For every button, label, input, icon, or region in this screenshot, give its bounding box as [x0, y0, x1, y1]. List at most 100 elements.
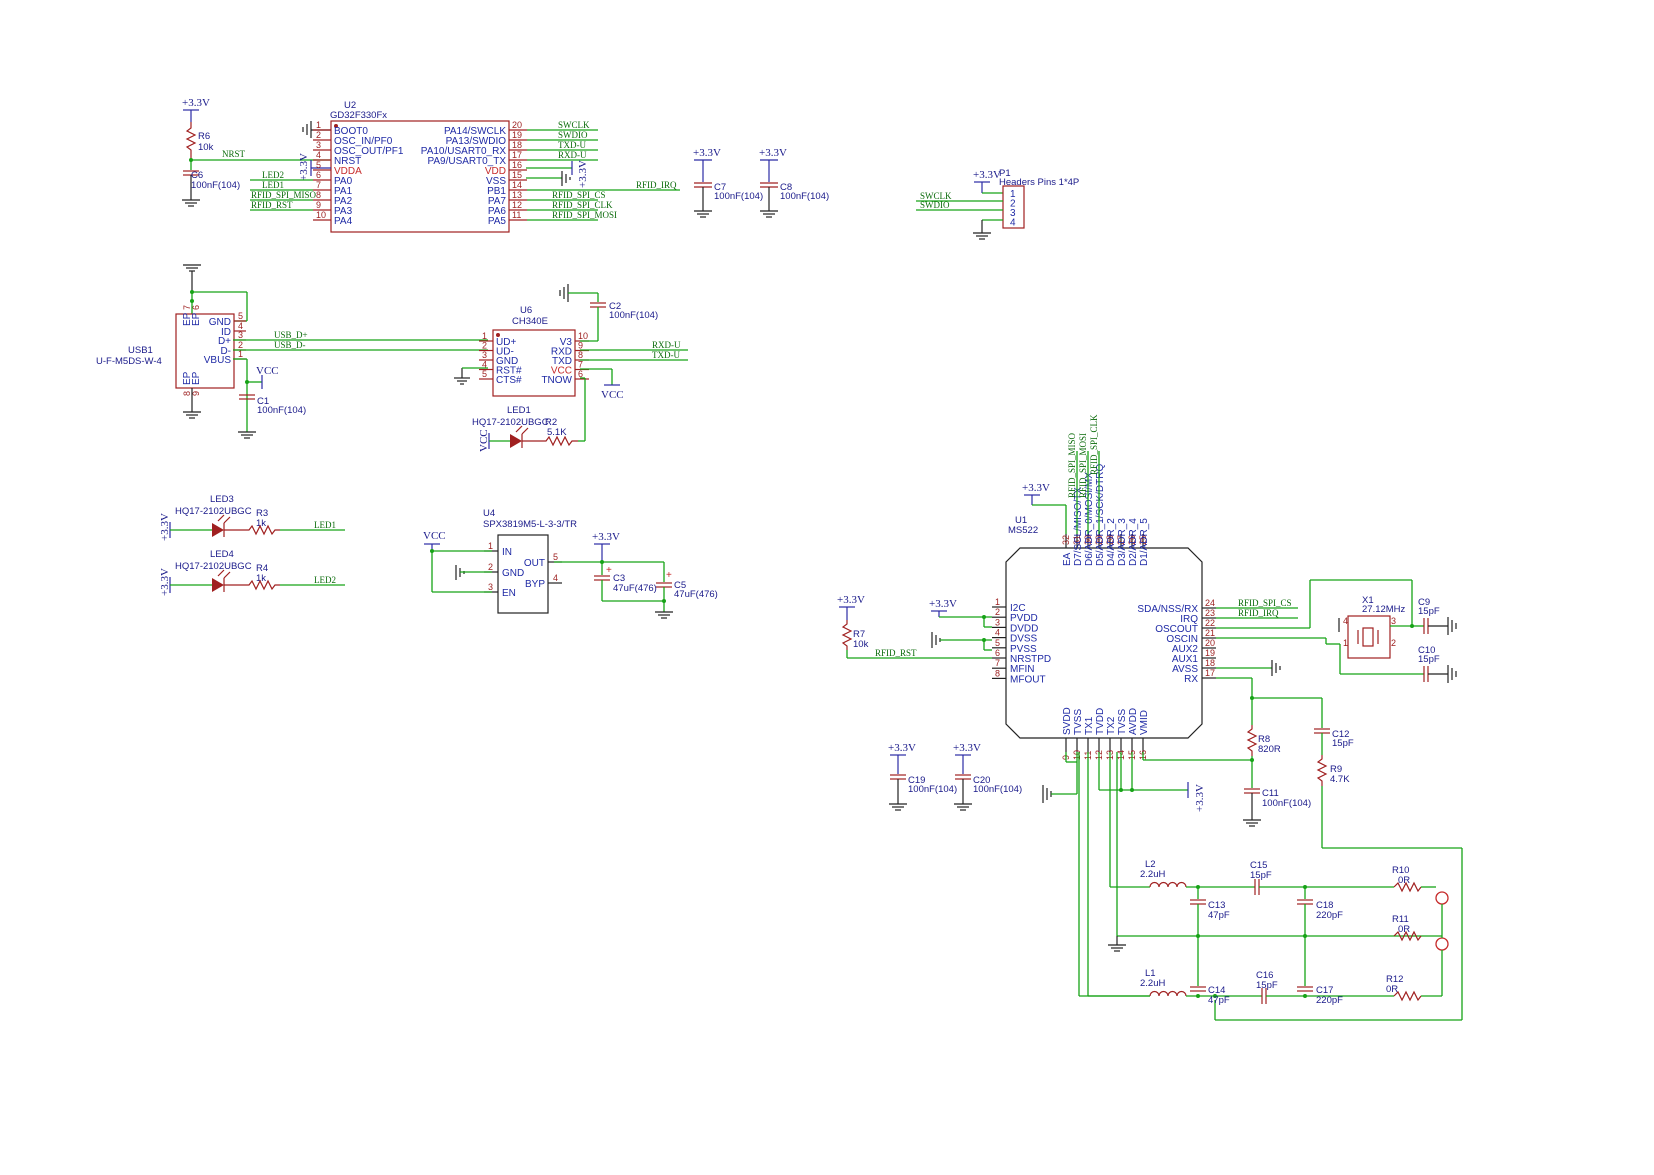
svg-text:100nF(104): 100nF(104) [1262, 798, 1311, 809]
pin-name: RXD [551, 347, 572, 358]
svg-text:OSCIN: OSCIN [1166, 634, 1198, 645]
pin-number: 5 [316, 160, 321, 170]
svg-text:SPX3819M5-L-3-3/TR: SPX3819M5-L-3-3/TR [483, 519, 577, 530]
svg-text:ID: ID [221, 327, 231, 338]
svg-text:26: 26 [1127, 535, 1137, 545]
pin-number: 9 [578, 341, 583, 351]
svg-text:2: 2 [1391, 638, 1396, 648]
svg-text:C12: C12 [1332, 729, 1349, 740]
svg-text:R6: R6 [198, 131, 210, 142]
svg-text:U4: U4 [483, 508, 495, 519]
svg-text:PVDD: PVDD [1010, 613, 1038, 624]
pin-name: BOOT0 [334, 126, 368, 137]
usb1-body [175, 313, 235, 389]
svg-text:20: 20 [1205, 638, 1215, 648]
svg-text:GND: GND [209, 317, 231, 328]
svg-text:HQ17-2102UBGC: HQ17-2102UBGC [175, 561, 252, 572]
svg-text:100nF(104): 100nF(104) [609, 310, 658, 321]
svg-text:RFID_RST: RFID_RST [875, 648, 917, 658]
svg-text:5: 5 [995, 638, 1000, 648]
svg-text:VBUS: VBUS [204, 355, 232, 366]
svg-text:47pF: 47pF [1208, 910, 1230, 921]
pin-number: 13 [512, 190, 522, 200]
svg-text:+3.3V: +3.3V [1194, 784, 1206, 812]
svg-text:USB_D+: USB_D+ [274, 330, 308, 340]
svg-text:AVDD: AVDD [1128, 708, 1139, 735]
svg-text:C15: C15 [1250, 860, 1267, 871]
resistor-r6: R6 10k [185, 122, 214, 160]
svg-text:4: 4 [995, 628, 1000, 638]
svg-text:C16: C16 [1256, 970, 1273, 981]
pin-number: 20 [512, 120, 522, 130]
pin-name: UD+ [496, 337, 516, 348]
svg-text:+3.3V: +3.3V [953, 742, 981, 754]
pin-name: TXD [552, 356, 572, 367]
pin-name: PA4 [334, 216, 353, 227]
svg-text:C6: C6 [191, 170, 203, 181]
svg-text:OUT: OUT [524, 558, 545, 569]
svg-text:3: 3 [995, 617, 1000, 627]
svg-text:6: 6 [191, 305, 201, 310]
svg-text:1: 1 [238, 349, 243, 359]
net-label: RFID_RST [251, 200, 293, 210]
svg-text:19: 19 [1205, 648, 1215, 658]
svg-text:15pF: 15pF [1332, 738, 1354, 749]
pin-number: 6 [316, 170, 321, 180]
svg-text:D3/ADR_3: D3/ADR_3 [1117, 518, 1128, 566]
svg-text:L1: L1 [1145, 968, 1156, 979]
svg-text:L2: L2 [1145, 859, 1156, 870]
vdd-power: +3.3V [526, 160, 589, 188]
net-label: LED1 [262, 180, 284, 190]
status-leds: LED3 HQ17-2102UBGC +3.3V R3 1k LED1 LED4… [159, 494, 345, 596]
pin-name: UD- [496, 347, 514, 358]
svg-text:RFID_IRQ: RFID_IRQ [1238, 608, 1279, 618]
svg-text:+3.3V: +3.3V [159, 513, 171, 541]
p1-pin-3: 3 [1010, 208, 1016, 219]
pin-number: 4 [482, 360, 487, 370]
svg-text:+: + [666, 570, 672, 581]
svg-text:7: 7 [182, 305, 192, 310]
svg-text:47uF(476): 47uF(476) [674, 589, 718, 600]
svg-text:C13: C13 [1208, 900, 1225, 911]
pin-number: 2 [482, 341, 487, 351]
pin-name: VDDA [334, 166, 362, 177]
pin-name: PB1 [487, 186, 506, 197]
svg-text:0R: 0R [1386, 984, 1398, 995]
pin-name: PA1 [334, 186, 353, 197]
pin-number: 8 [578, 350, 583, 360]
svg-text:15pF: 15pF [1250, 870, 1272, 881]
svg-text:EA: EA [1062, 552, 1073, 566]
pin-number: 11 [512, 210, 521, 220]
svg-text:32: 32 [1061, 535, 1071, 545]
svg-text:D-: D- [220, 346, 231, 357]
svg-text:RX: RX [1184, 674, 1198, 685]
svg-text:220pF: 220pF [1316, 995, 1343, 1006]
pin-name: TNOW [541, 375, 572, 386]
svg-text:17: 17 [1205, 668, 1215, 678]
svg-text:29: 29 [1094, 535, 1104, 545]
pin-name: PA5 [488, 216, 507, 227]
svg-text:OSCOUT: OSCOUT [1155, 624, 1198, 635]
svg-text:C18: C18 [1316, 900, 1333, 911]
pin-number: 16 [512, 160, 522, 170]
svg-text:8: 8 [182, 391, 192, 396]
svg-text:Headers Pins 1*4P: Headers Pins 1*4P [999, 177, 1079, 188]
pin-name: OSC_OUT/PF1 [334, 146, 404, 157]
svg-text:EP: EP [191, 312, 202, 326]
svg-text:LED4: LED4 [210, 549, 234, 560]
svg-text:U6: U6 [520, 305, 532, 316]
u4-body [497, 534, 549, 614]
pin-name: PA9/USART0_TX [427, 156, 506, 167]
